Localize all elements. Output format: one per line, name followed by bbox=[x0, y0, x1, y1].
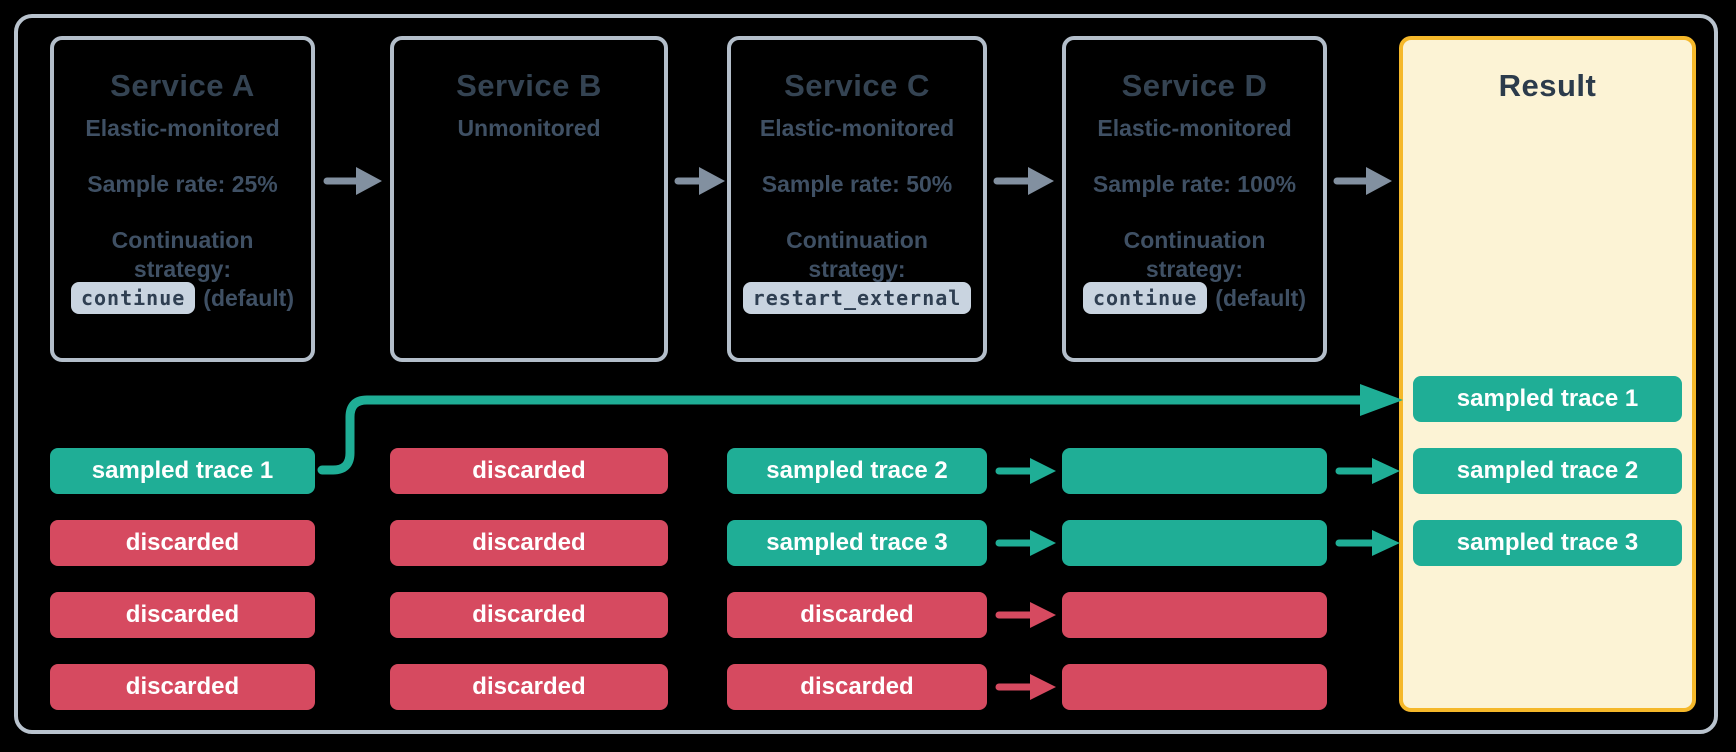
service-d-title: Service D bbox=[1121, 68, 1268, 103]
trace-bar-c2: sampled trace 3 bbox=[727, 520, 987, 566]
result-title: Result bbox=[1498, 68, 1597, 103]
trace-bar-a3: discarded bbox=[50, 592, 315, 638]
trace-bar-a4: discarded bbox=[50, 664, 315, 710]
trace-bar-b2: discarded bbox=[390, 520, 668, 566]
service-c-strategy-row: restart_external bbox=[731, 280, 983, 316]
outer-frame bbox=[14, 14, 1718, 734]
service-d-continuation-label: Continuation strategy: bbox=[1123, 227, 1266, 282]
service-c-title: Service C bbox=[784, 68, 930, 103]
service-c-subtitle: Elastic-monitored bbox=[759, 115, 955, 141]
service-c-strategy-code-chip: restart_external bbox=[742, 282, 972, 314]
service-b-title: Service B bbox=[456, 68, 602, 103]
trace-bar-c4: discarded bbox=[727, 664, 987, 710]
service-d-strategy-code-chip: continue bbox=[1082, 282, 1208, 314]
trace-bar-d1 bbox=[1062, 448, 1327, 494]
trace-bar-d4 bbox=[1062, 664, 1327, 710]
service-c-continuation-label: Continuation strategy: bbox=[786, 227, 928, 282]
service-b-box: Service B Unmonitored bbox=[390, 36, 668, 362]
service-c-sample-rate: Sample rate: 50% bbox=[761, 171, 953, 197]
service-a-sample-rate: Sample rate: 25% bbox=[87, 171, 278, 197]
service-d-box: Service D Elastic-monitored Sample rate:… bbox=[1062, 36, 1327, 362]
service-d-strategy-row: continue (default) bbox=[1066, 280, 1323, 316]
result-bar-2: sampled trace 2 bbox=[1413, 448, 1682, 494]
service-a-strategy-row: continue (default) bbox=[54, 280, 311, 316]
trace-bar-c3: discarded bbox=[727, 592, 987, 638]
service-a-continuation-label: Continuation strategy: bbox=[111, 227, 254, 282]
trace-bar-b1: discarded bbox=[390, 448, 668, 494]
service-a-strategy-code-chip: continue bbox=[70, 282, 196, 314]
service-d-subtitle: Elastic-monitored bbox=[1097, 115, 1292, 141]
trace-bar-a1: sampled trace 1 bbox=[50, 448, 315, 494]
service-b-subtitle: Unmonitored bbox=[457, 115, 601, 141]
result-bar-1: sampled trace 1 bbox=[1413, 376, 1682, 422]
trace-bar-a2: discarded bbox=[50, 520, 315, 566]
trace-bar-d2 bbox=[1062, 520, 1327, 566]
trace-bar-b4: discarded bbox=[390, 664, 668, 710]
service-a-strategy-suffix: (default) bbox=[203, 284, 295, 311]
service-a-title: Service A bbox=[110, 68, 255, 103]
service-a-subtitle: Elastic-monitored bbox=[85, 115, 280, 141]
service-c-box: Service C Elastic-monitored Sample rate:… bbox=[727, 36, 987, 362]
trace-bar-d3 bbox=[1062, 592, 1327, 638]
service-d-strategy-suffix: (default) bbox=[1215, 284, 1307, 311]
trace-bar-b3: discarded bbox=[390, 592, 668, 638]
service-d-sample-rate: Sample rate: 100% bbox=[1092, 171, 1297, 197]
trace-bar-c1: sampled trace 2 bbox=[727, 448, 987, 494]
service-a-box: Service A Elastic-monitored Sample rate:… bbox=[50, 36, 315, 362]
result-box: Result bbox=[1399, 36, 1696, 712]
result-bar-3: sampled trace 3 bbox=[1413, 520, 1682, 566]
